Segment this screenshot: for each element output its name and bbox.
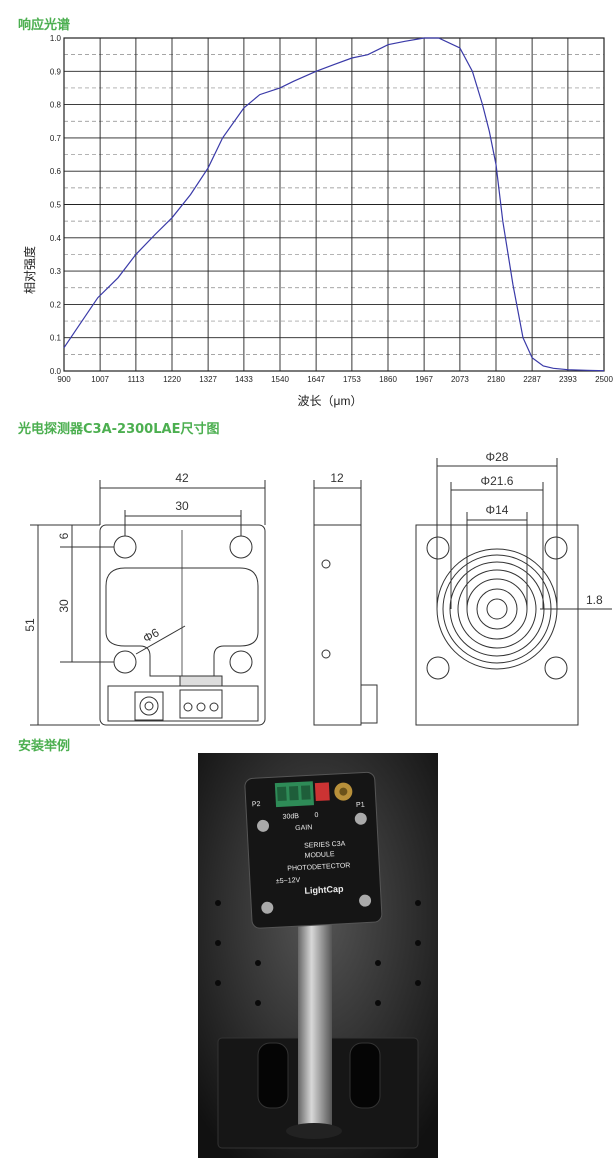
label-p1: P1: [356, 802, 365, 809]
post: [298, 925, 332, 1135]
dim-front-width: 42: [175, 471, 189, 485]
y-tick-label: 0.1: [50, 334, 62, 343]
chart-grid: [63, 37, 605, 372]
side-view-body: [313, 524, 362, 726]
connector-panel: [107, 685, 259, 722]
label-photodetector: PHOTODETECTOR: [287, 862, 350, 872]
x-tick-label: 1113: [128, 375, 145, 384]
dim-front-height: 51: [23, 618, 37, 632]
x-tick-label: 1327: [199, 375, 217, 384]
install-section-title: 安装举例: [18, 739, 71, 754]
x-tick-label: 900: [57, 375, 71, 384]
installation-photo: P2 P1 30dB 0 GAIN SERIES C3A MODULE PHOT…: [198, 753, 438, 1158]
dim-aperture-offset: 1.8: [586, 593, 603, 607]
y-tick-label: 0.2: [50, 300, 62, 309]
back-view-body: [415, 524, 579, 726]
label-voltage: ±5~12V: [276, 877, 301, 885]
aperture: [486, 598, 508, 620]
spectrum-section-title: 响应光谱: [18, 18, 71, 33]
label-gain: GAIN: [295, 824, 312, 832]
sma-connector: [134, 691, 164, 721]
label-0: 0: [314, 812, 318, 819]
label-30db: 30dB: [282, 813, 299, 821]
x-tick-labels: 900 1007 1113 1220 1327 1433 1540 1647 1753 1860 1…: [57, 375, 613, 384]
x-axis-label: 波长（μm）: [298, 394, 363, 408]
dim-front-hole-spacing: 30: [175, 499, 189, 513]
dim-dia-mid: Φ21.6: [481, 474, 514, 488]
y-tick-label: 0.5: [50, 201, 62, 210]
drawing-section-title: 光电探测器C3A-2300LAE尺寸图: [18, 422, 220, 437]
dim-dia-inner: Φ14: [486, 503, 509, 517]
x-tick-label: 2180: [487, 375, 505, 384]
terminal-block: [179, 689, 223, 719]
x-tick-label: 2287: [523, 375, 541, 384]
dim-hole-spacing-v: 30: [57, 599, 71, 613]
x-tick-label: 2393: [559, 375, 577, 384]
x-tick-label: 2500: [595, 375, 613, 384]
x-tick-label: 1860: [379, 375, 397, 384]
y-tick-label: 0.7: [50, 134, 62, 143]
x-tick-label: 2073: [451, 375, 469, 384]
dim-hole-offset: 6: [57, 532, 71, 539]
front-hole-tl: [113, 535, 137, 559]
y-tick-label: 0.9: [50, 67, 62, 76]
front-view-body: [99, 524, 266, 726]
front-hole-tr: [229, 535, 253, 559]
x-tick-label: 1967: [415, 375, 433, 384]
y-axis-label: 相对强度: [22, 246, 37, 294]
label-p2: P2: [252, 801, 261, 808]
dim-hole-diameter: Φ6: [141, 625, 162, 645]
y-tick-label: 0.0: [50, 367, 62, 376]
ring-outer: [436, 548, 558, 670]
y-tick-label: 0.6: [50, 167, 62, 176]
series-line: [63, 37, 605, 372]
label-series: SERIES C3A: [304, 841, 346, 850]
label-brand: LightCap: [304, 884, 344, 896]
y-tick-label: 0.8: [50, 101, 62, 110]
x-tick-label: 1007: [91, 375, 109, 384]
y-tick-label: 0.4: [50, 234, 62, 243]
front-hole-bl: [113, 650, 137, 674]
x-tick-label: 1647: [307, 375, 325, 384]
x-tick-label: 1220: [163, 375, 181, 384]
dim-dia-outer: Φ28: [486, 450, 509, 464]
response-spectrum-chart: 0.0 0.1 0.2 0.3 0.4 0.5 0.6 0.7 0.8 0.9 1.0 900 100…: [22, 34, 613, 408]
y-tick-labels: 0.0 0.1 0.2 0.3 0.4 0.5 0.6 0.7 0.8 0.9 1.0: [50, 34, 62, 376]
x-tick-label: 1540: [271, 375, 289, 384]
y-tick-label: 1.0: [50, 34, 62, 43]
dimension-drawing: 42 30 6 30 51 Φ6 12 Φ28 Φ21.6 Φ14 1.8: [23, 450, 612, 726]
label-module: MODULE: [304, 851, 335, 860]
detector-module: P2 P1 30dB 0 GAIN SERIES C3A MODULE PHOT…: [244, 771, 383, 929]
front-hole-br: [229, 650, 253, 674]
y-tick-label: 0.3: [50, 267, 62, 276]
x-tick-label: 1753: [343, 375, 361, 384]
x-tick-label: 1433: [235, 375, 253, 384]
dim-side-thickness: 12: [330, 471, 344, 485]
side-connector: [360, 684, 378, 724]
